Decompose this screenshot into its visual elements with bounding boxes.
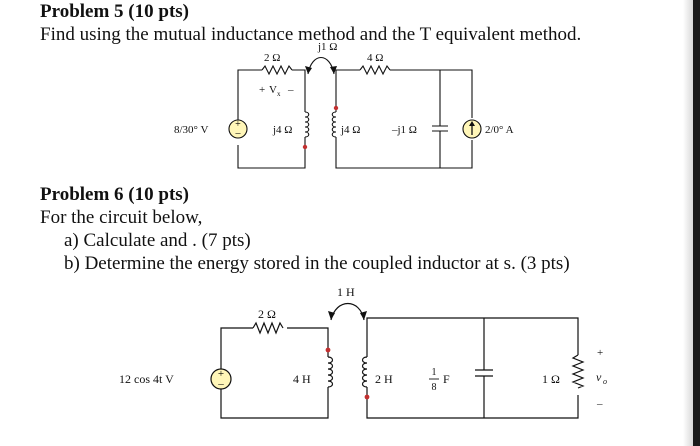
p5-cap-label: –j1 Ω xyxy=(391,124,417,136)
p6-mutual-label: 1 H xyxy=(337,285,355,299)
p5-vx-minus: – xyxy=(287,84,294,96)
p5-source-v-label: 8/30° V xyxy=(174,124,209,136)
p6-l-right-label: 2 H xyxy=(375,372,393,386)
page-edge-shadow xyxy=(683,0,693,446)
problem6-part-a: a) Calculate and . (7 pts) xyxy=(64,230,251,251)
svg-text:–: – xyxy=(235,128,242,139)
svg-text:+: + xyxy=(218,368,224,380)
problem5-text: Find using the mutual inductance method … xyxy=(40,24,582,45)
problem5-heading: Problem 5 (10 pts) xyxy=(40,1,189,22)
p5-l-left-label: j4 Ω xyxy=(272,124,292,136)
svg-text:–: – xyxy=(217,378,224,390)
p5-l-right-label: j4 Ω xyxy=(340,124,360,136)
p6-vo-plus: + xyxy=(597,347,603,359)
p5-r-left-label: 2 Ω xyxy=(264,52,280,64)
p5-vx-plus: + xyxy=(259,84,265,96)
p6-vo-sub: o xyxy=(603,377,607,386)
p6-source-v-label: 12 cos 4t V xyxy=(119,372,174,386)
p6-cap-num: 1 xyxy=(432,367,437,378)
p6-vo-label: v xyxy=(596,370,602,384)
p5-vx-sub: x xyxy=(277,90,281,98)
p5-vx-label: V xyxy=(269,84,277,96)
problem6-part-b: b) Determine the energy stored in the co… xyxy=(64,253,570,274)
p5-source-i-label: 2/0° A xyxy=(485,124,514,136)
p6-vo-minus: – xyxy=(596,398,603,410)
p5-r-right-label: 4 Ω xyxy=(367,52,383,64)
problem6-text: For the circuit below, xyxy=(40,207,203,228)
p6-r-out-label: 1 Ω xyxy=(542,372,560,386)
problem6-heading: Problem 6 (10 pts) xyxy=(40,184,189,205)
p6-l-left-label: 4 H xyxy=(293,372,311,386)
svg-text:+: + xyxy=(235,119,241,130)
p6-cap-unit: F xyxy=(443,372,450,386)
p5-mutual-label: j1 Ω xyxy=(317,41,337,53)
p6-r-top-label: 2 Ω xyxy=(258,307,276,321)
page-edge xyxy=(693,0,700,446)
p6-cap-den: 8 xyxy=(432,382,437,393)
